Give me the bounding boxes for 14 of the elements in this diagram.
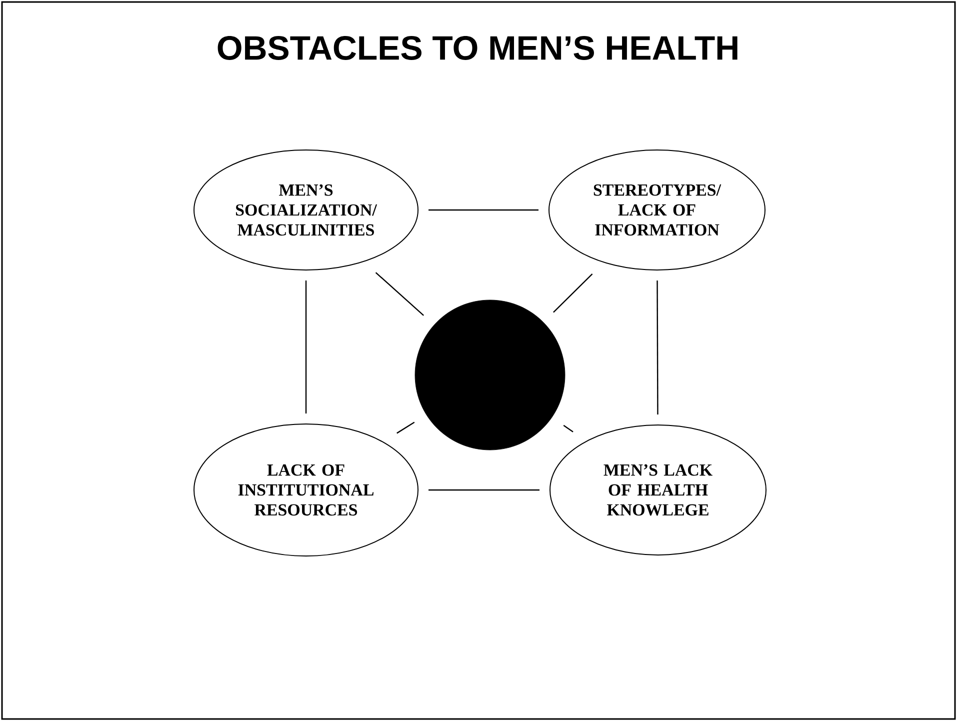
ellipse-node: MEN’S LACK OF HEALTH KNOWLEGE <box>550 424 766 556</box>
connector-line <box>305 280 307 414</box>
connector-line <box>375 272 424 316</box>
ellipse-node: MEN’S SOCIALIZATION/ MASCULINITIES <box>194 149 418 270</box>
connector-line <box>553 273 593 313</box>
connector-line <box>428 489 540 491</box>
title: OBSTACLES TO MEN’S HEALTH <box>218 36 738 60</box>
ellipse-node: STEREOTYPES/ LACK OF INFORMATION <box>548 149 766 270</box>
ellipse-node: LACK OF INSTITUTIONAL RESOURCES <box>194 423 418 556</box>
connector-line <box>396 422 415 434</box>
connector-line <box>656 280 658 414</box>
connector-line <box>563 424 574 432</box>
connector-line <box>428 209 538 211</box>
filled-circle <box>414 300 566 450</box>
